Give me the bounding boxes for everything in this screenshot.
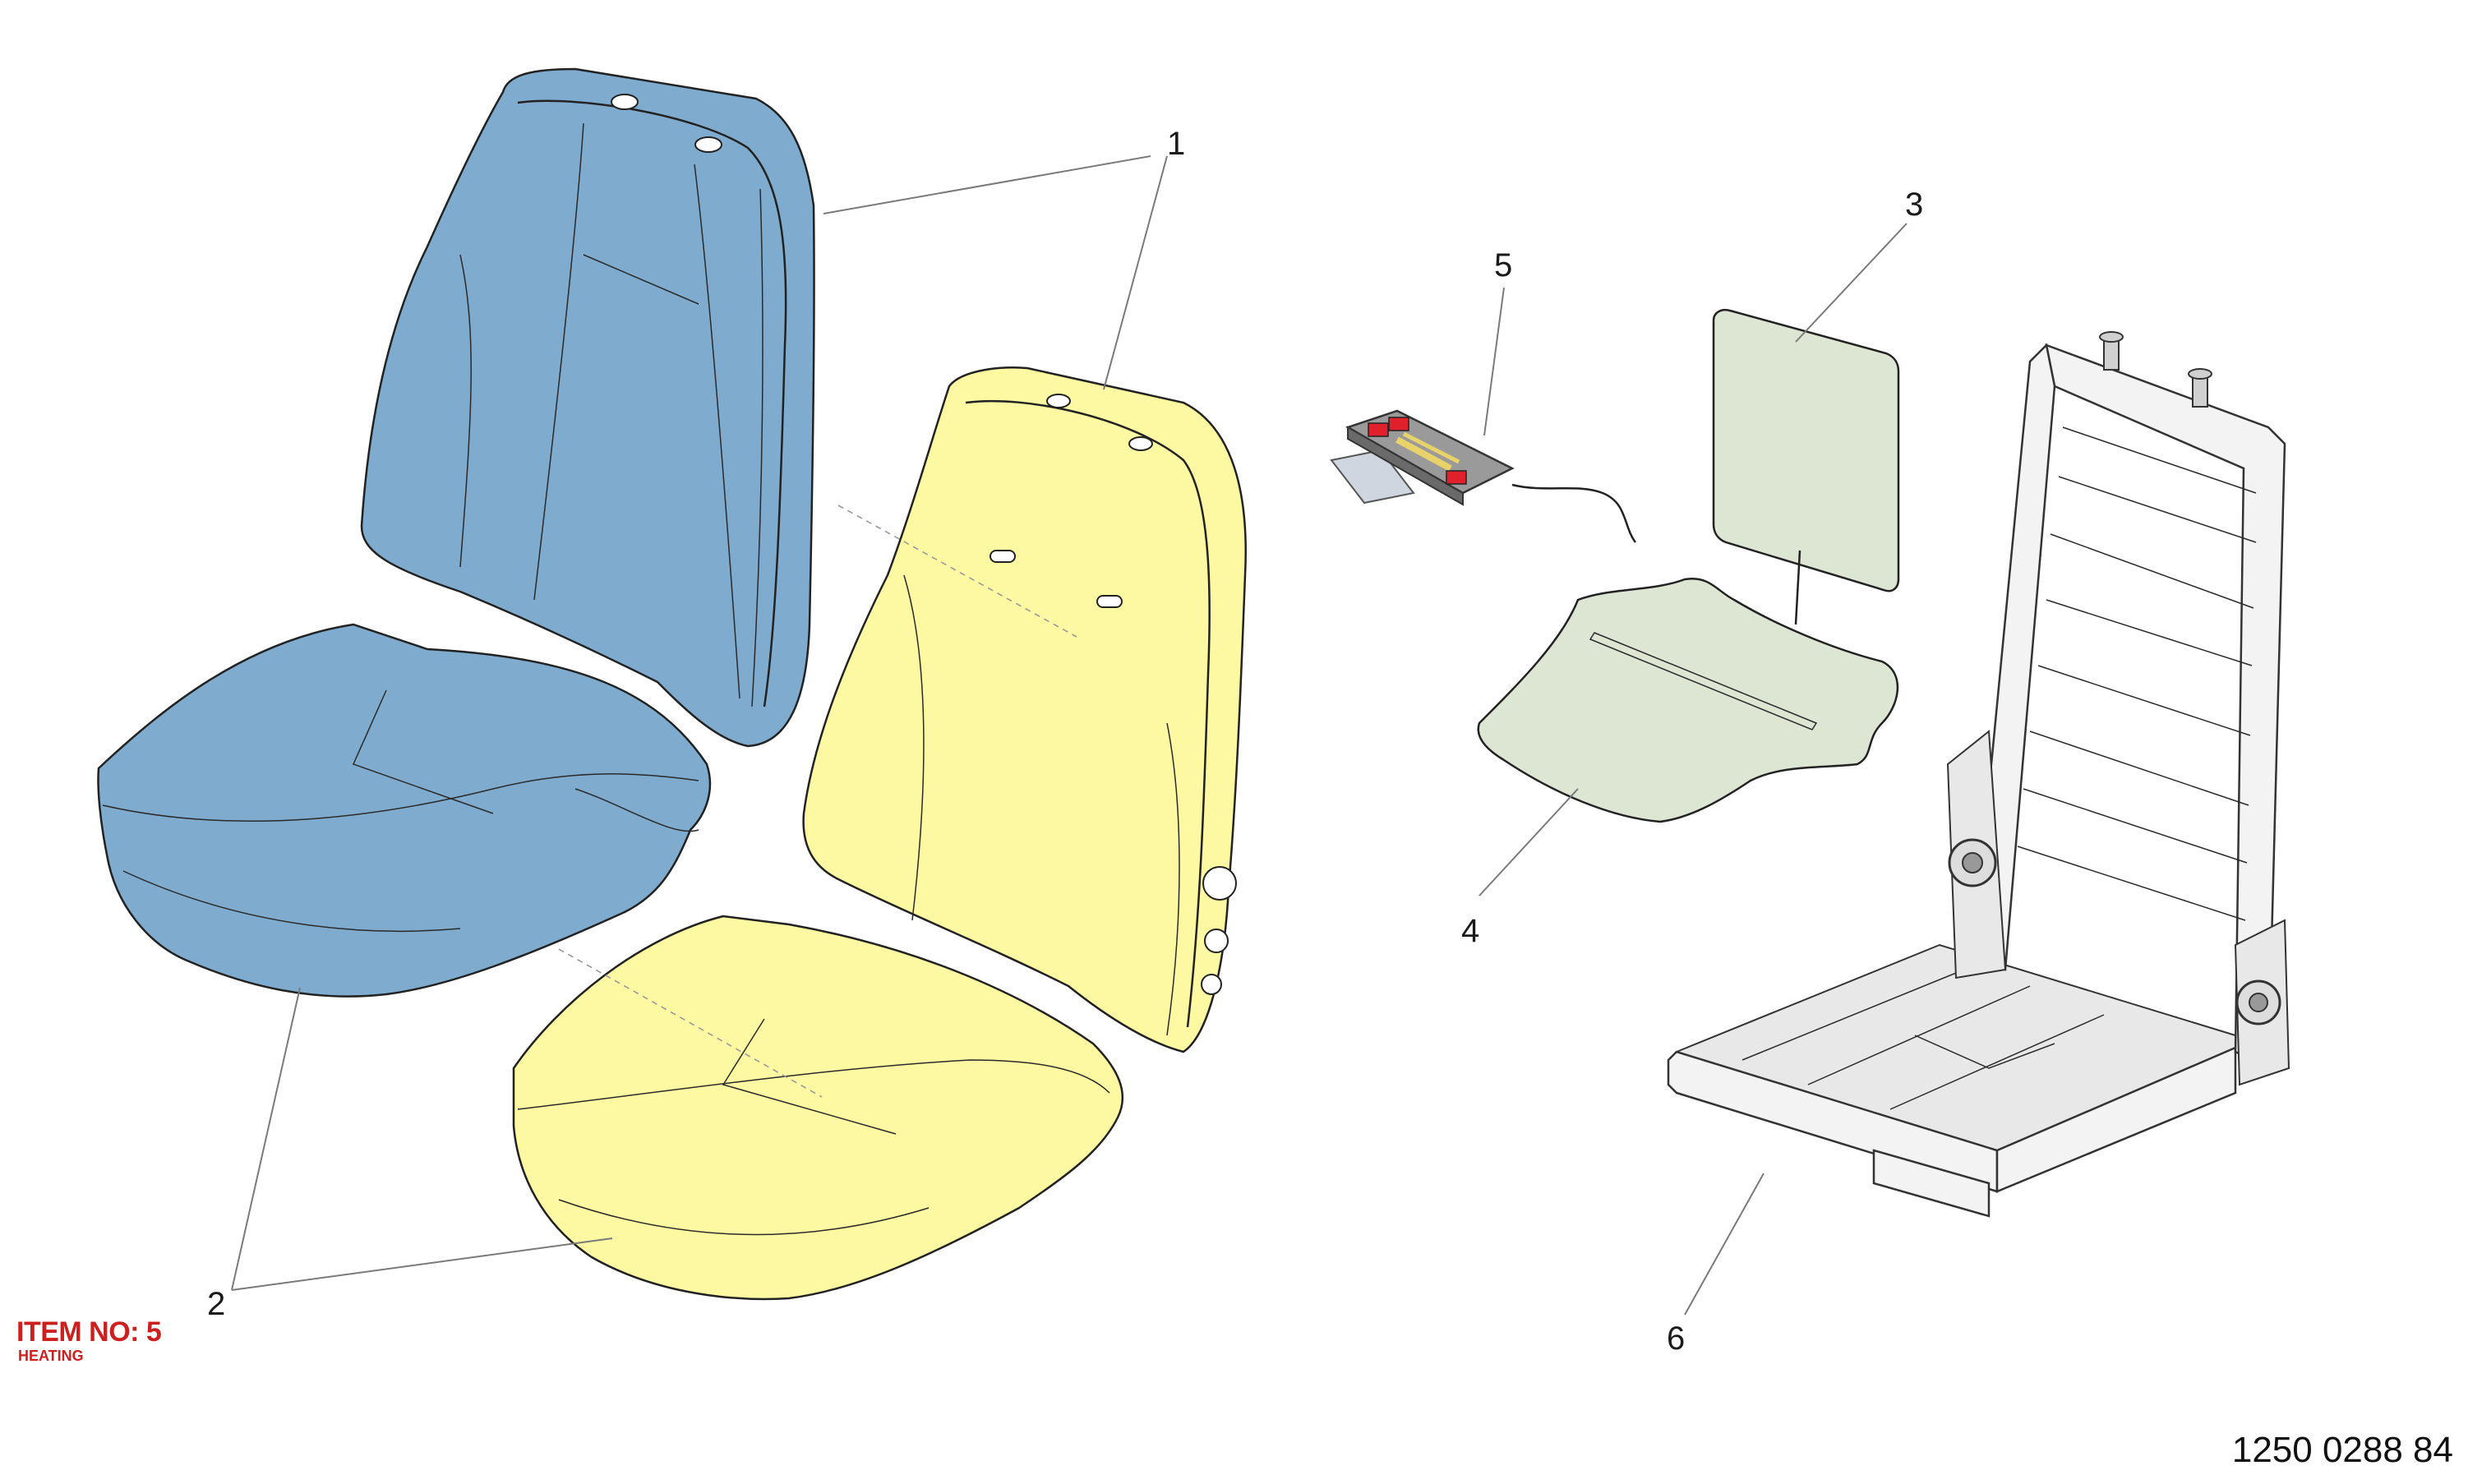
- item-number-label: ITEM NO: 5: [16, 1316, 162, 1348]
- callout-3: 3: [1905, 187, 1923, 223]
- callout-4: 4: [1461, 913, 1479, 949]
- seat-heating-pad-icon: [1477, 577, 1899, 823]
- cushion-foam-icon: [512, 915, 1124, 1301]
- backrest-foam-icon: [802, 366, 1247, 1053]
- backrest-heating-pad-icon: [1712, 308, 1900, 625]
- callout-6: 6: [1667, 1320, 1685, 1357]
- callout-2: 2: [207, 1286, 225, 1322]
- callout-5: 5: [1494, 247, 1512, 283]
- heating-controller-icon: [1330, 409, 1637, 543]
- seat-backrest-cover-icon: [360, 67, 815, 748]
- item-description-label: HEATING: [18, 1348, 84, 1364]
- document-number: 1250 0288 84: [2231, 1430, 2453, 1470]
- seat-frame-icon: [1667, 331, 2290, 1218]
- callout-1: 1: [1167, 126, 1185, 162]
- seat-cushion-cover-icon: [97, 623, 712, 998]
